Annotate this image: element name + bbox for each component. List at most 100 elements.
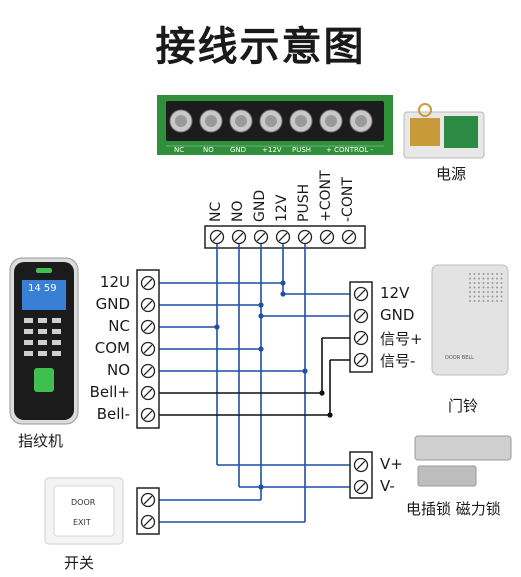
key xyxy=(52,351,61,356)
key xyxy=(38,329,47,334)
door-bell-caption: 门铃 xyxy=(448,397,479,415)
fingerprint-terminal-label: COM xyxy=(94,339,130,357)
power-strip-label: + CONTROL - xyxy=(326,146,374,154)
exit-switch-caption: 开关 xyxy=(64,554,95,572)
controller-screw xyxy=(319,229,335,245)
grille-hole xyxy=(482,273,485,275)
junction-dot xyxy=(280,291,286,297)
exit-switch-terminal-block xyxy=(136,487,160,535)
key xyxy=(38,351,47,356)
grille-hole xyxy=(491,277,494,280)
key xyxy=(24,318,33,323)
exit-switch-text-bottom: EXIT xyxy=(73,518,91,527)
controller-screw xyxy=(341,229,357,245)
power-terminal-board xyxy=(157,95,393,155)
grille-hole xyxy=(473,286,476,289)
power-screw xyxy=(199,109,223,133)
door-bell-terminal-label: 信号+ xyxy=(380,330,423,348)
fingerprint-screw xyxy=(140,297,156,313)
fingerprint-terminal-label: NC xyxy=(108,317,130,335)
controller-label: -CONT xyxy=(340,177,356,222)
fingerprint-terminal-label: 12U xyxy=(99,273,130,291)
power-screw xyxy=(319,109,343,133)
grille-hole xyxy=(478,295,480,298)
grille-hole xyxy=(482,277,485,280)
grille-hole xyxy=(500,282,503,284)
door-bell-screw xyxy=(353,308,369,324)
controller-screw xyxy=(275,229,291,245)
door-bell-screw xyxy=(353,352,369,368)
door-bell-terminal-label: GND xyxy=(380,306,415,324)
junction-dot xyxy=(258,313,264,319)
fingerprint-terminal-label: Bell+ xyxy=(89,383,130,401)
junction-dot xyxy=(280,280,286,286)
grille-hole xyxy=(478,300,480,302)
grille-hole xyxy=(487,295,489,298)
grille-hole xyxy=(473,273,476,275)
grille-hole xyxy=(473,291,476,293)
controller-label: +CONT xyxy=(318,170,334,222)
grille-hole xyxy=(469,282,471,284)
power-screw xyxy=(229,109,253,133)
door-bell-terminal-label: 信号- xyxy=(380,352,416,370)
grille-hole xyxy=(469,277,471,280)
grille-hole xyxy=(491,295,494,298)
grille-hole xyxy=(491,282,494,284)
fingerprint-screw xyxy=(140,363,156,379)
controller-screw xyxy=(297,229,313,245)
fingerprint-screw xyxy=(140,341,156,357)
key xyxy=(38,340,47,345)
lock-terminal-label: V- xyxy=(380,477,395,495)
junction-dot xyxy=(258,346,264,352)
controller-screw xyxy=(253,229,269,245)
lock-terminal-label: V+ xyxy=(380,455,403,473)
power-supply-caption: 电源 xyxy=(436,165,467,183)
grille-hole xyxy=(487,291,489,293)
grille-hole xyxy=(469,295,471,298)
power-strip-label: NO xyxy=(203,146,214,154)
grille-hole xyxy=(478,282,480,284)
controller-label: PUSH xyxy=(296,183,312,222)
grille-hole xyxy=(487,286,489,289)
fingerprint-terminal-label: NO xyxy=(106,361,130,379)
power-strip-label: NC xyxy=(174,146,185,154)
lock-screw xyxy=(353,479,369,495)
grille-hole xyxy=(469,273,471,275)
fingerprint-screen-time: 14 59 xyxy=(28,283,57,294)
grille-hole xyxy=(491,286,494,289)
grille-hole xyxy=(478,277,480,280)
grille-hole xyxy=(496,273,498,275)
key xyxy=(24,340,33,345)
lock-terminal-block xyxy=(349,451,373,499)
fingerprint-caption: 指纹机 xyxy=(18,432,64,450)
lock-caption: 电插锁 磁力锁 xyxy=(406,500,501,518)
door-bell-terminal-label: 12V xyxy=(380,284,410,302)
controller-terminal-block xyxy=(204,225,366,249)
power-strip-label: PUSH xyxy=(292,146,312,154)
power-screw xyxy=(349,109,373,133)
controller-label: NC xyxy=(208,201,224,222)
fingerprint-screw xyxy=(140,319,156,335)
controller-label: NO xyxy=(230,200,246,223)
grille-hole xyxy=(491,273,494,275)
grille-hole xyxy=(478,286,480,289)
grille-hole xyxy=(482,282,485,284)
door-bell-screw xyxy=(353,330,369,346)
door-bell-device-text: DOOR BELL xyxy=(445,355,474,361)
junction-dot xyxy=(327,412,333,418)
grille-hole xyxy=(500,291,503,293)
grille-hole xyxy=(473,277,476,280)
grille-hole xyxy=(482,300,485,302)
grille-hole xyxy=(478,291,480,293)
power-strip-label: GND xyxy=(230,146,247,154)
grille-hole xyxy=(496,277,498,280)
controller-label: 12V xyxy=(274,194,290,222)
fingerprint-terminal-label: GND xyxy=(95,295,130,313)
grille-hole xyxy=(473,300,476,302)
grille-hole xyxy=(496,300,498,302)
key xyxy=(24,329,33,334)
grille-hole xyxy=(500,286,503,289)
fingerprint-terminal-block xyxy=(136,269,160,429)
power-supply-image xyxy=(403,103,485,159)
